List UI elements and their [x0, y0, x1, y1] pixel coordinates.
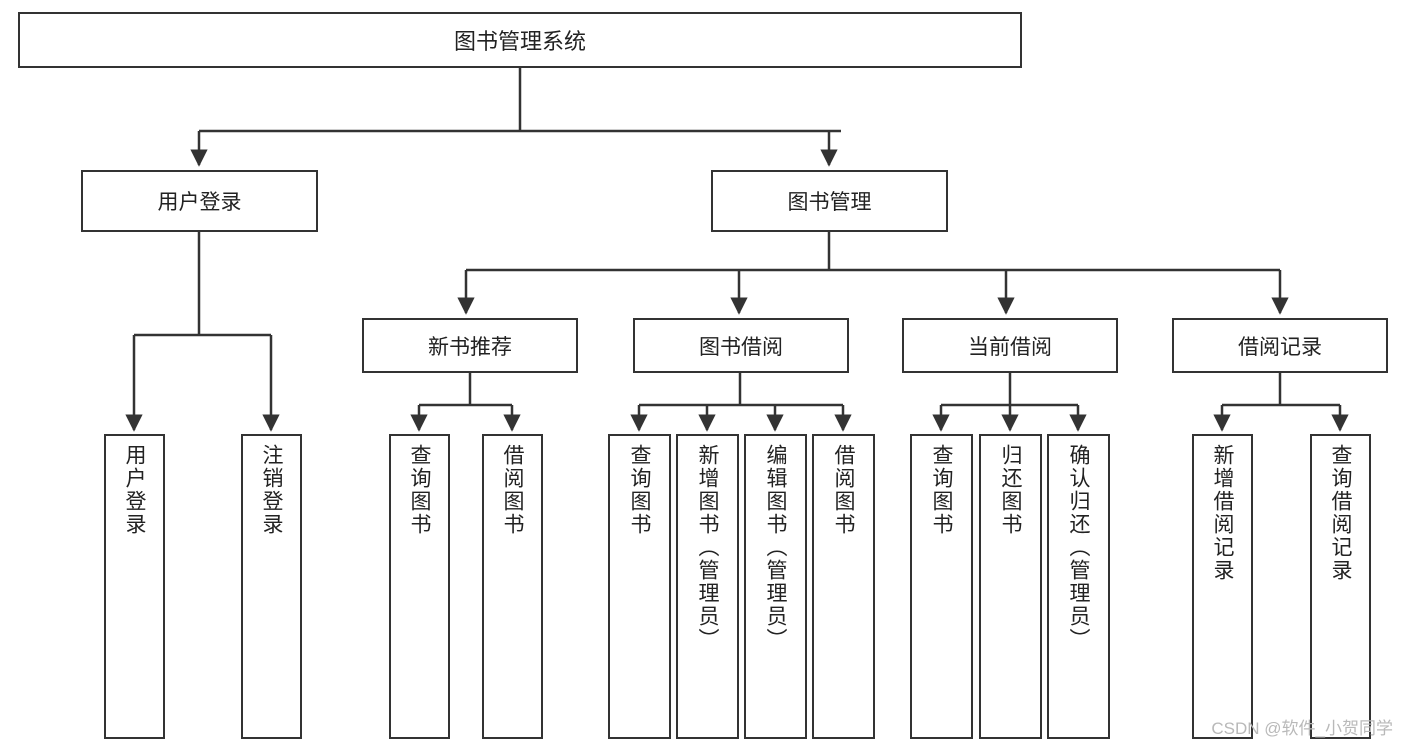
leaf-new-book-1-label: 查询图书 [408, 444, 431, 536]
leaf-current-borrow-3-label: 确认归还（管理员） [1067, 444, 1090, 651]
node-root-label: 图书管理系统 [453, 29, 586, 54]
leaf-new-book-2-label: 借阅图书 [501, 444, 524, 536]
leaf-current-borrow-3[interactable]: 确认归还（管理员） [1047, 434, 1110, 739]
leaf-book-borrow-4[interactable]: 借阅图书 [812, 434, 875, 739]
leaf-current-borrow-1[interactable]: 查询图书 [910, 434, 973, 739]
node-book-borrow[interactable]: 图书借阅 [633, 318, 849, 373]
leaf-new-book-2[interactable]: 借阅图书 [482, 434, 543, 739]
leaf-current-borrow-2-label: 归还图书 [999, 444, 1022, 536]
node-user-login[interactable]: 用户登录 [81, 170, 318, 232]
leaf-user-login-1-label: 用户登录 [123, 444, 146, 536]
node-book-manage[interactable]: 图书管理 [711, 170, 948, 232]
node-borrow-record-label: 借阅记录 [1238, 335, 1322, 359]
leaf-borrow-record-1-label: 新增借阅记录 [1211, 444, 1234, 582]
leaf-borrow-record-1[interactable]: 新增借阅记录 [1192, 434, 1253, 739]
leaf-book-borrow-2-label: 新增图书（管理员） [696, 444, 719, 651]
node-book-manage-label: 图书管理 [787, 191, 872, 214]
leaf-book-borrow-3-label: 编辑图书（管理员） [764, 444, 787, 651]
node-borrow-record[interactable]: 借阅记录 [1172, 318, 1388, 373]
leaf-borrow-record-2-label: 查询借阅记录 [1329, 444, 1352, 582]
leaf-user-login-2-label: 注销登录 [260, 444, 283, 536]
node-root[interactable]: 图书管理系统 [18, 12, 1022, 68]
node-book-borrow-label: 图书借阅 [699, 335, 783, 359]
leaf-book-borrow-4-label: 借阅图书 [832, 444, 855, 536]
node-current-borrow-label: 当前借阅 [968, 335, 1052, 359]
node-new-book-recommend-label: 新书推荐 [428, 335, 512, 359]
node-current-borrow[interactable]: 当前借阅 [902, 318, 1118, 373]
leaf-book-borrow-1[interactable]: 查询图书 [608, 434, 671, 739]
leaf-book-borrow-1-label: 查询图书 [628, 444, 651, 536]
node-new-book-recommend[interactable]: 新书推荐 [362, 318, 578, 373]
leaf-book-borrow-2[interactable]: 新增图书（管理员） [676, 434, 739, 739]
leaf-user-login-1[interactable]: 用户登录 [104, 434, 165, 739]
csdn-watermark: CSDN @软件_小贺同学 [1211, 719, 1393, 738]
leaf-new-book-1[interactable]: 查询图书 [389, 434, 450, 739]
node-user-login-label: 用户登录 [157, 191, 242, 214]
leaf-current-borrow-1-label: 查询图书 [930, 444, 953, 536]
leaf-borrow-record-2[interactable]: 查询借阅记录 [1310, 434, 1371, 739]
leaf-user-login-2[interactable]: 注销登录 [241, 434, 302, 739]
leaf-current-borrow-2[interactable]: 归还图书 [979, 434, 1042, 739]
leaf-book-borrow-3[interactable]: 编辑图书（管理员） [744, 434, 807, 739]
